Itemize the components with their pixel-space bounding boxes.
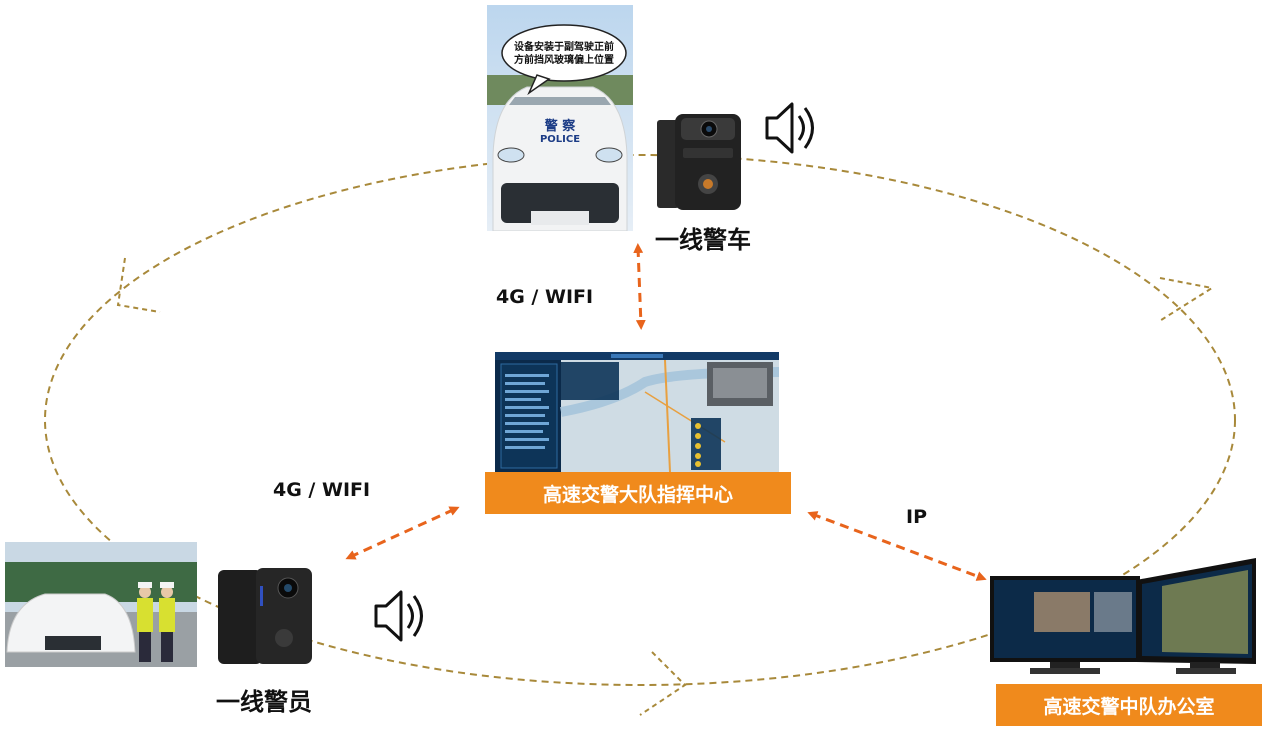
officer-figure bbox=[137, 582, 175, 662]
link-label-center-office: IP bbox=[906, 506, 927, 528]
loop-arrowhead-bottom bbox=[639, 651, 687, 716]
link-officer-center bbox=[345, 506, 460, 560]
car-police-cn: 警 察 bbox=[545, 118, 577, 134]
link-center-office bbox=[807, 511, 987, 581]
speaker-icon bbox=[765, 102, 814, 154]
body-camera-officer bbox=[216, 566, 314, 666]
bubble-line-1: 设备安装于副驾驶正前 bbox=[514, 40, 614, 53]
officer-photo bbox=[5, 542, 197, 667]
process-loop bbox=[44, 154, 1236, 686]
link-car-center bbox=[633, 243, 646, 330]
police-car-photo: 警 察 POLICE 设备安装于副驾驶正前 方前挡风玻璃偏上位置 bbox=[487, 5, 633, 231]
center-label-box: 高速交警大队指挥中心 bbox=[485, 472, 791, 514]
command-center-screen bbox=[495, 352, 779, 472]
link-label-car-center: 4G / WIFI bbox=[496, 286, 594, 308]
office-monitors bbox=[990, 556, 1262, 676]
car-police-en: POLICE bbox=[540, 134, 580, 145]
loop-arrowhead-right bbox=[1157, 277, 1215, 323]
link-label-officer-center: 4G / WIFI bbox=[273, 479, 371, 501]
loop-arrowhead-left bbox=[116, 257, 161, 313]
bubble-line-2: 方前挡风玻璃偏上位置 bbox=[514, 53, 614, 66]
office-label-box: 高速交警中队办公室 bbox=[996, 684, 1262, 726]
speech-bubble bbox=[501, 24, 627, 82]
police-car-label: 一线警车 bbox=[655, 226, 751, 254]
body-camera-car bbox=[655, 112, 743, 212]
speaker-icon bbox=[374, 590, 423, 642]
officer-label: 一线警员 bbox=[216, 688, 312, 716]
